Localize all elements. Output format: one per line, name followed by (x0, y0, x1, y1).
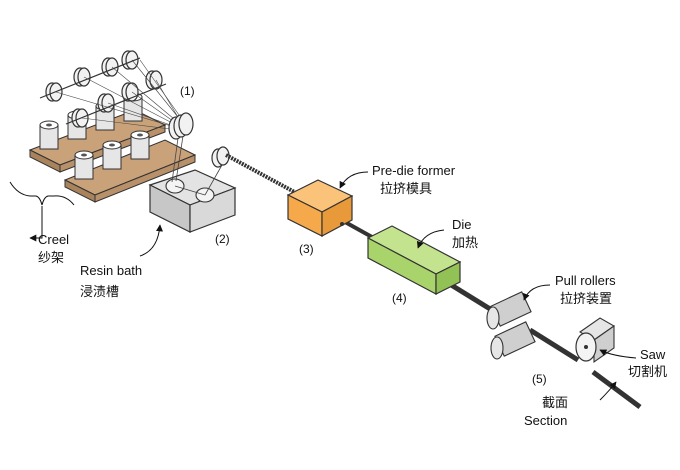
pull-rollers-label-cn: 拉挤装置 (560, 291, 612, 306)
cut-section-rod (591, 369, 642, 410)
resin-bath-label-cn: 浸渍槽 (80, 284, 119, 299)
collector-pulley (168, 112, 194, 140)
die-label-cn: 加热 (452, 235, 478, 250)
pull-roller-bottom (490, 321, 536, 360)
pre-die-former (286, 179, 354, 237)
creel-guide-pulleys (45, 50, 163, 128)
saw-label: Saw (640, 347, 666, 362)
bobbin (74, 150, 94, 180)
bath-exit-pulley (211, 146, 230, 168)
profile-rod (225, 153, 642, 410)
creel-label: Creel (38, 232, 69, 247)
resin-bath (148, 135, 237, 233)
creel-bracket (9, 181, 75, 206)
bobbin (130, 130, 150, 160)
die-label: Die (452, 217, 472, 232)
pull-rollers (486, 291, 536, 360)
pre-die-former-label-cn: 拉挤模具 (380, 181, 432, 196)
step-5-label: (5) (532, 372, 547, 386)
section-label: Section (524, 413, 567, 428)
bobbin (39, 120, 59, 150)
creel-label-cn: 纱架 (38, 250, 64, 265)
pull-rollers-label: Pull rollers (555, 273, 616, 288)
bobbin (102, 140, 122, 170)
callout-arrows (9, 171, 637, 401)
saw-label-cn: 切割机 (628, 364, 667, 379)
step-3-label: (3) (299, 242, 314, 256)
saw (575, 317, 616, 364)
pull-roller-top (486, 291, 532, 330)
step-4-label: (4) (392, 291, 407, 305)
pre-die-former-label: Pre-die former (372, 163, 456, 178)
heated-die (366, 225, 462, 295)
step-1-label: (1) (180, 84, 195, 98)
resin-bath-label: Resin bath (80, 263, 142, 278)
creel (28, 50, 197, 203)
section-label-cn: 截面 (542, 395, 568, 410)
step-2-label: (2) (215, 232, 230, 246)
